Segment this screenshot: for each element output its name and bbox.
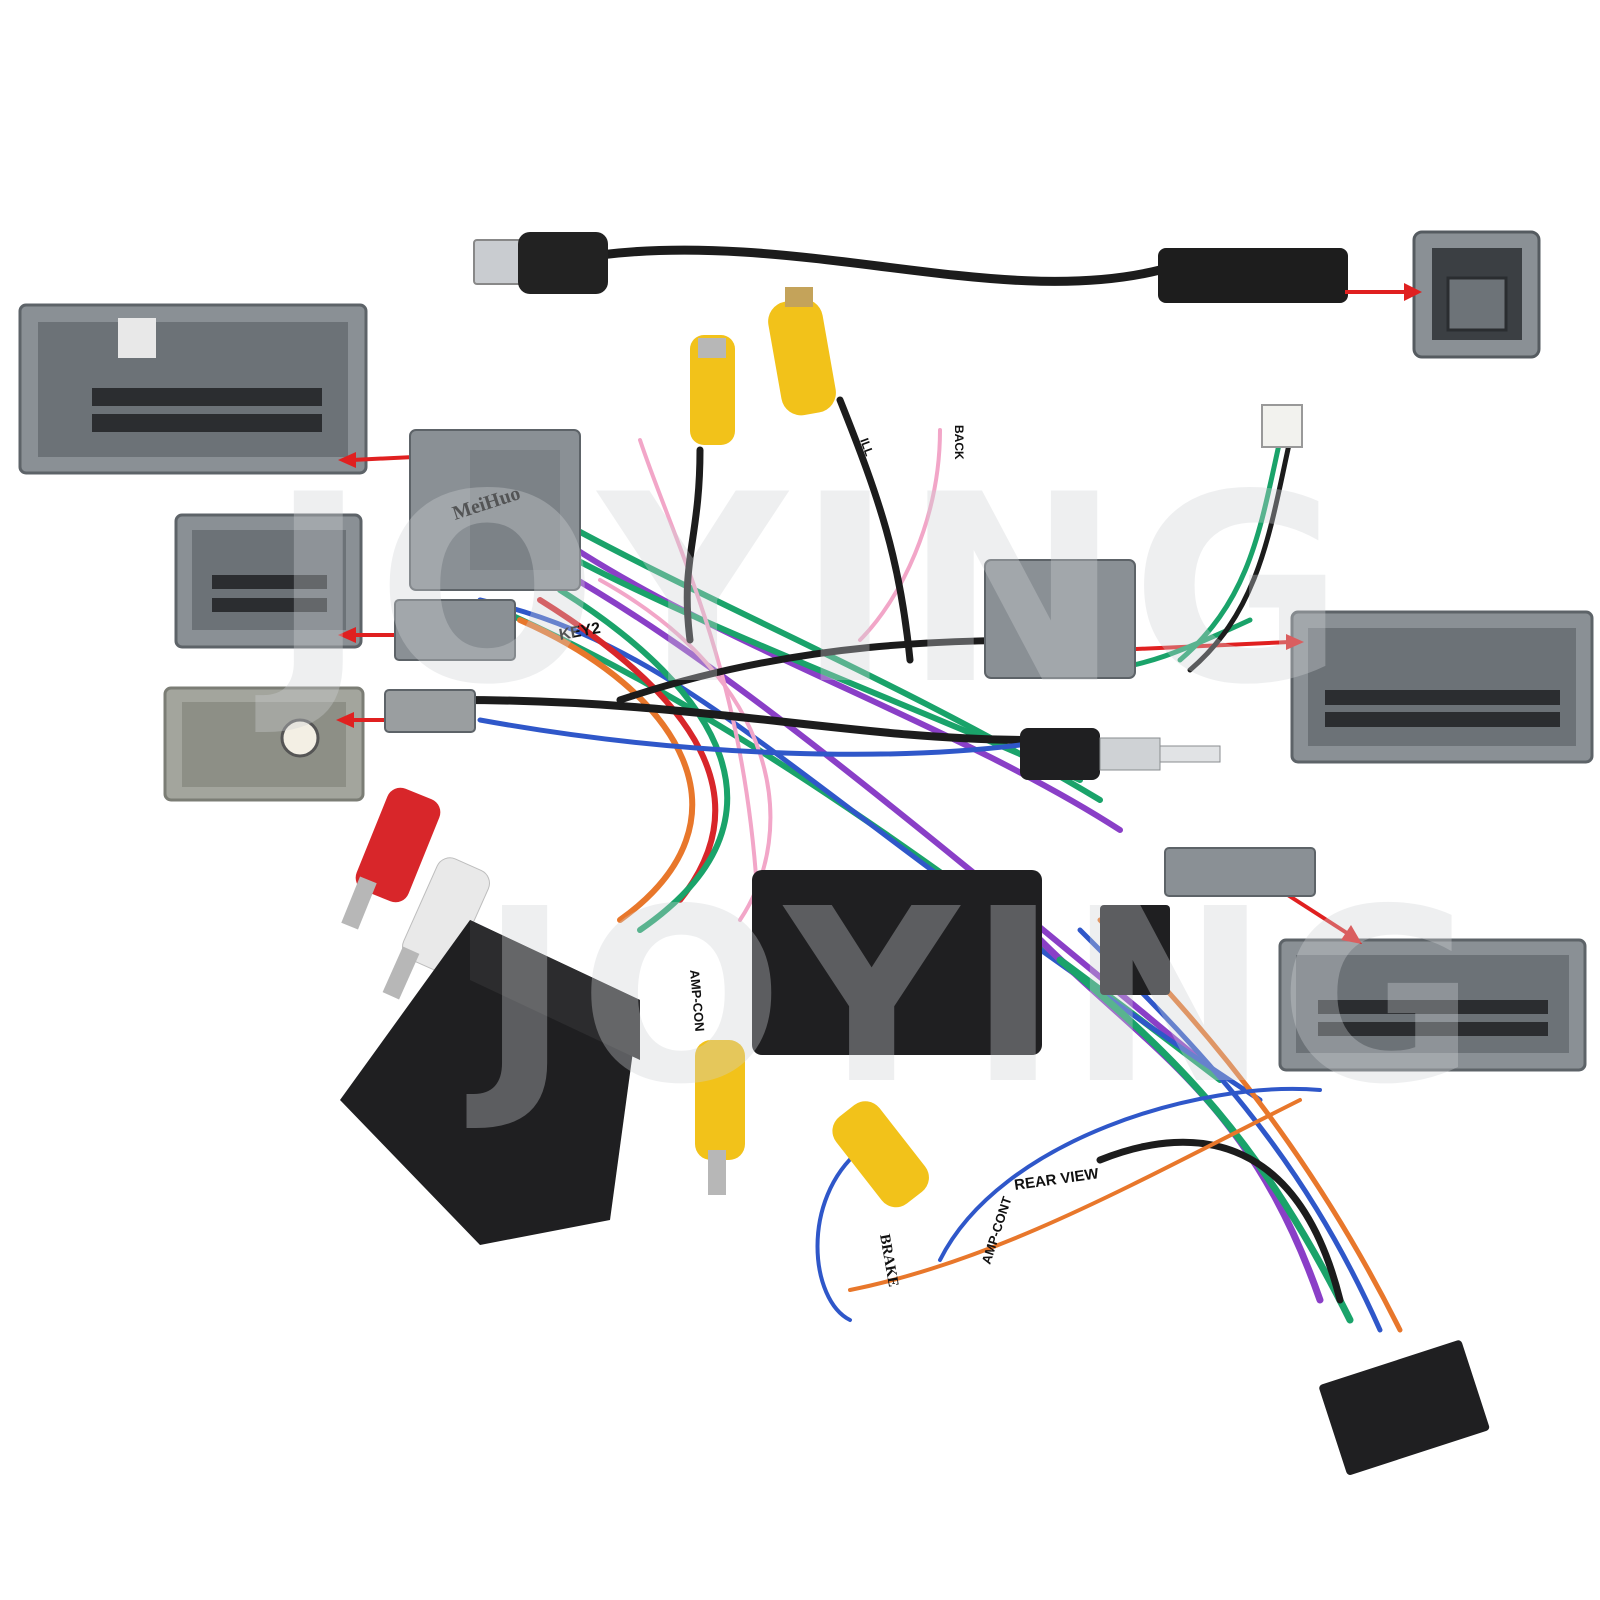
rca-yellow-top-center: [690, 335, 735, 445]
usb-plug-metal: [473, 239, 523, 285]
harness-connector-lower-right: [1164, 847, 1316, 897]
rca-yellow-center: [695, 1040, 745, 1195]
label-amp-con: AMP-CON: [687, 969, 707, 1032]
usb-cable: [473, 232, 1348, 303]
arrow-large-left: [338, 452, 356, 468]
plug-white-top-right: [1261, 404, 1303, 448]
label-amp-cont: AMP-CONT: [979, 1195, 1015, 1266]
rca-red: [341, 787, 441, 930]
label-ill: ILL: [857, 436, 876, 458]
wire-bundle: [456, 396, 1403, 1333]
connector-closeup-right-lower: [1278, 938, 1587, 1072]
harness-connector-small: [394, 599, 516, 661]
connector-closeup-antenna-left: [163, 686, 365, 802]
black-relay-connector: [1100, 905, 1170, 995]
harness-connector-right: [984, 559, 1136, 679]
label-back: BACK: [952, 425, 966, 460]
canbus-box-left: [340, 920, 640, 1245]
iso-connector-black: [1319, 1340, 1490, 1475]
usb-socket-body: [1158, 248, 1348, 303]
rca-yellow-rear-view: [832, 1101, 929, 1208]
rca-white: [382, 857, 490, 1000]
label-brake: BRAKE: [876, 1233, 901, 1288]
watermark-lower: JOYING: [466, 857, 1486, 1137]
harness-connector-antenna-small: [384, 689, 476, 733]
usb-port-closeup: [1412, 230, 1541, 359]
connector-closeup-right-upper: [1290, 610, 1594, 764]
connector-closeup-large-left: [18, 303, 368, 475]
connector-closeup-medium-left: [174, 513, 363, 649]
arrow-antenna-left: [336, 712, 354, 728]
usb-plug-body: [518, 232, 608, 294]
arrow-medium-left: [338, 627, 356, 643]
arrow-right-lower: [1341, 925, 1362, 944]
harness-connector-main: [409, 429, 581, 591]
watermark-upper: JOYING: [254, 440, 1355, 742]
arrow-right-upper: [1286, 634, 1304, 650]
rca-yellow-top-right: [768, 287, 836, 416]
antenna-plug: [1020, 728, 1221, 780]
canbus-box-center: [752, 870, 1042, 1055]
